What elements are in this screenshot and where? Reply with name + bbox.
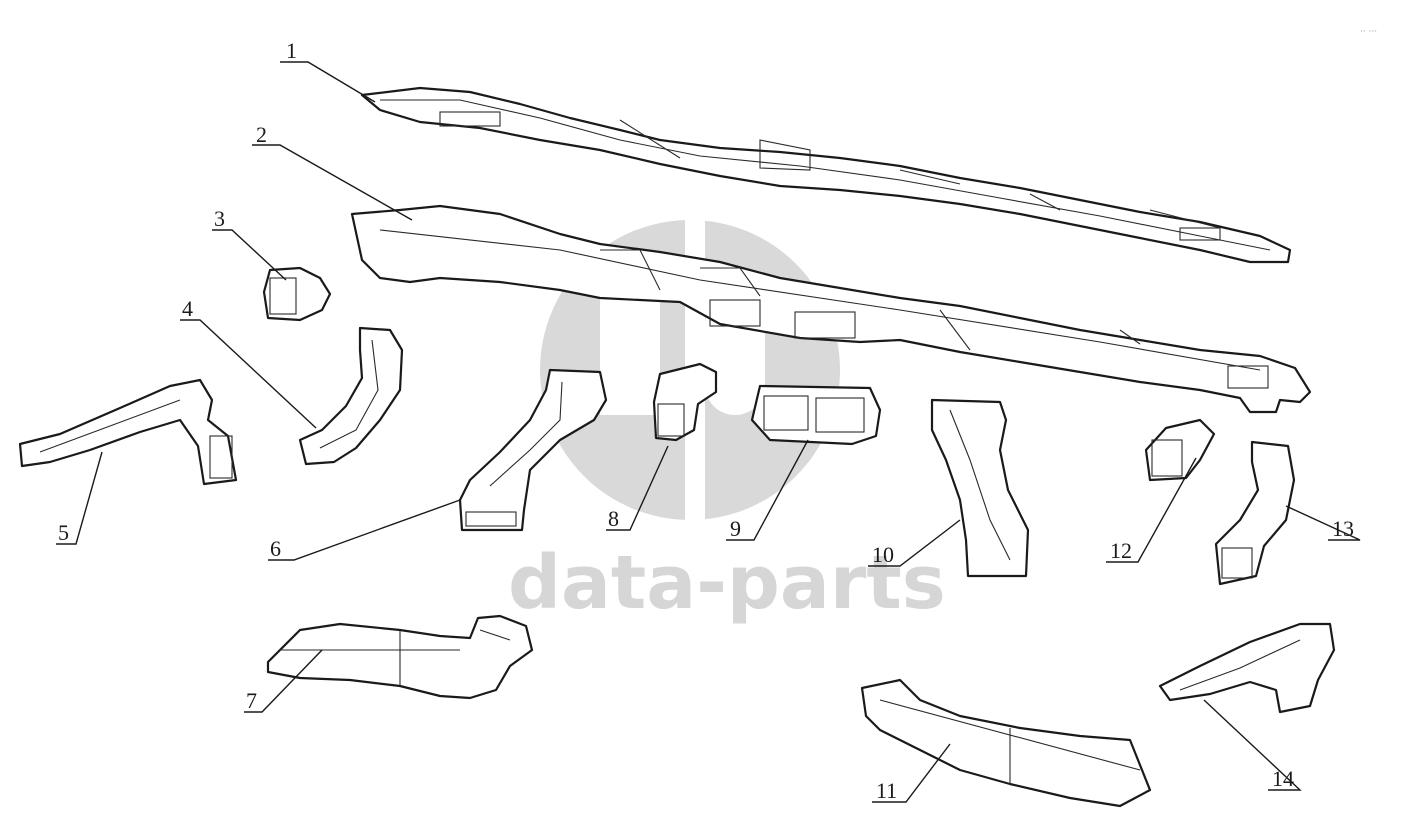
part-9-vent	[750, 384, 882, 446]
callout-7: 7	[246, 688, 257, 713]
callout-12: 12	[1110, 538, 1132, 563]
watermark-text: data-parts	[508, 540, 946, 626]
part-7-duct	[266, 614, 534, 700]
callout-3: 3	[214, 206, 225, 231]
part-2-duct	[350, 204, 1312, 414]
callout-6: 6	[270, 536, 281, 561]
corner-mark: ·· ···	[1360, 27, 1377, 37]
leader-lines	[56, 61, 1361, 803]
callout-10: 10	[872, 542, 894, 567]
callout-4: 4	[182, 296, 193, 321]
part-3-vent	[262, 266, 332, 322]
part-6-duct	[458, 368, 608, 532]
part-14-duct	[1158, 622, 1336, 714]
callout-9: 9	[730, 516, 741, 541]
part-12-vent	[1144, 418, 1216, 482]
callout-2: 2	[256, 122, 267, 147]
part-13-duct	[1214, 440, 1296, 586]
callout-11: 11	[876, 778, 897, 803]
part-5-duct	[18, 378, 238, 486]
callout-13: 13	[1332, 516, 1354, 541]
callout-14: 14	[1272, 766, 1294, 791]
part-11-duct	[860, 678, 1152, 808]
callout-1: 1	[286, 38, 297, 63]
callout-8: 8	[608, 506, 619, 531]
part-4-duct	[298, 326, 404, 466]
callout-5: 5	[58, 520, 69, 545]
part-10-duct	[930, 398, 1030, 578]
part-8-vent	[652, 362, 718, 442]
part-1-duct	[360, 86, 1292, 264]
